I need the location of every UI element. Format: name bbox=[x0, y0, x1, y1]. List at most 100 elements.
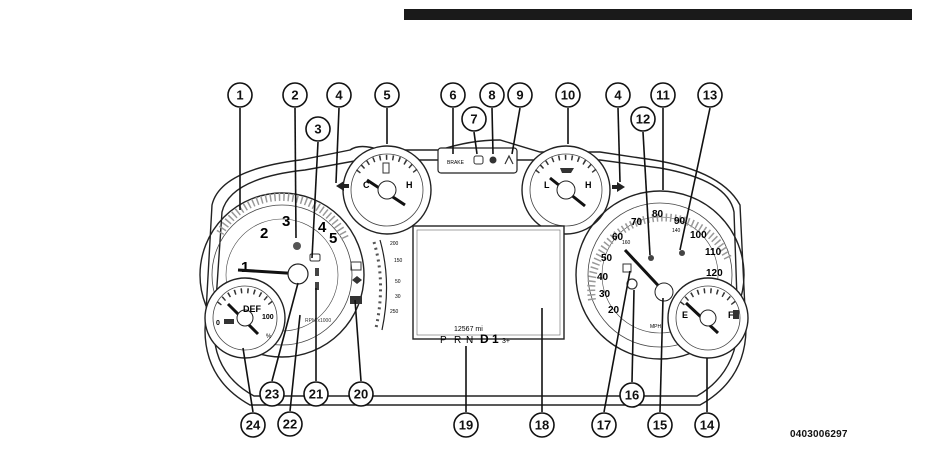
gear-d: D bbox=[480, 332, 489, 346]
def-gauge: DEF 0 100 % bbox=[205, 278, 285, 358]
def-label: DEF bbox=[243, 304, 262, 314]
electronic-throttle-icon bbox=[293, 242, 301, 250]
svg-text:11: 11 bbox=[656, 88, 670, 103]
coolant-temp-gauge: C H bbox=[343, 146, 431, 234]
gear-p: P bbox=[440, 335, 447, 346]
callout-19: 19 bbox=[454, 413, 478, 437]
trans-temp-scale: 200 150 50 30 250 bbox=[350, 240, 403, 330]
trans-scale-1: 200 bbox=[390, 241, 399, 247]
callout-1: 1 bbox=[228, 83, 252, 107]
callout-20: 20 bbox=[349, 382, 373, 406]
svg-text:7: 7 bbox=[470, 112, 477, 127]
door-ajar-icon bbox=[351, 262, 361, 270]
gear-1: 1 bbox=[492, 332, 499, 346]
svg-text:22: 22 bbox=[283, 417, 297, 432]
svg-text:17: 17 bbox=[597, 418, 611, 433]
trans-scale-2: 150 bbox=[394, 258, 403, 264]
callout-10: 10 bbox=[556, 83, 580, 107]
svg-text:14: 14 bbox=[700, 418, 715, 433]
speed-110: 110 bbox=[705, 247, 722, 258]
svg-text:18: 18 bbox=[535, 418, 549, 433]
gear-n: N bbox=[466, 335, 473, 346]
callout-23: 23 bbox=[260, 382, 284, 406]
temp-high-label: H bbox=[406, 180, 413, 190]
oil-low-label: L bbox=[544, 180, 550, 190]
svg-text:4: 4 bbox=[614, 88, 622, 103]
callout-8: 8 bbox=[480, 83, 504, 107]
svg-text:9: 9 bbox=[516, 88, 523, 103]
def-low-label: 0 bbox=[216, 320, 220, 327]
svg-text:2: 2 bbox=[291, 88, 298, 103]
def-unit-label: % bbox=[266, 334, 272, 340]
gear-r: R bbox=[454, 335, 461, 346]
oil-pressure-gauge: L H bbox=[522, 146, 610, 234]
svg-text:15: 15 bbox=[653, 418, 667, 433]
speed-70: 70 bbox=[631, 217, 643, 228]
svg-text:4: 4 bbox=[335, 88, 343, 103]
airbag-icon bbox=[490, 157, 497, 164]
callout-17: 17 bbox=[592, 413, 616, 437]
svg-text:20: 20 bbox=[354, 387, 368, 402]
callout-11: 11 bbox=[651, 83, 675, 107]
svg-text:13: 13 bbox=[703, 88, 717, 103]
four-wheel-drive-icon bbox=[679, 250, 685, 256]
trans-scale-3: 50 bbox=[395, 279, 401, 285]
svg-text:8: 8 bbox=[488, 88, 495, 103]
speed-20: 20 bbox=[608, 305, 620, 316]
gear-3plus: 3+ bbox=[502, 338, 510, 345]
kmh-140: 140 bbox=[672, 228, 681, 234]
tach-number-5: 5 bbox=[329, 230, 337, 247]
fuel-gauge: E F bbox=[668, 278, 748, 358]
callout-16: 16 bbox=[620, 383, 644, 407]
cruise-icon bbox=[648, 255, 654, 261]
callout-21: 21 bbox=[304, 382, 328, 406]
tach-number-1: 1 bbox=[241, 259, 249, 276]
svg-text:6: 6 bbox=[449, 88, 456, 103]
speed-30: 30 bbox=[599, 289, 611, 300]
svg-text:23: 23 bbox=[265, 387, 279, 402]
tach-number-2: 2 bbox=[260, 225, 268, 242]
tow-haul-icon bbox=[352, 276, 362, 284]
def-fluid-icon bbox=[224, 319, 234, 324]
svg-text:16: 16 bbox=[625, 388, 639, 403]
speed-unit-label: MPH bbox=[650, 324, 662, 330]
svg-text:21: 21 bbox=[309, 387, 323, 402]
turn-signal-right-icon bbox=[612, 182, 625, 192]
tach-unit-label: RPM x1000 bbox=[305, 318, 331, 324]
svg-text:19: 19 bbox=[459, 418, 473, 433]
high-beam-icon bbox=[623, 264, 631, 272]
odometer-readout: 12567 mi bbox=[454, 326, 483, 333]
def-high-label: 100 bbox=[262, 314, 274, 321]
temp-low-label: C bbox=[363, 180, 370, 190]
speed-40: 40 bbox=[597, 272, 609, 283]
callout-13: 13 bbox=[698, 83, 722, 107]
callouts-bottom: 24 23 22 21 20 19 18 17 16 15 14 bbox=[241, 382, 719, 437]
callout-18: 18 bbox=[530, 413, 554, 437]
callout-22: 22 bbox=[278, 412, 302, 436]
svg-text:1: 1 bbox=[236, 88, 243, 103]
brake-warning-label: BRAKE bbox=[447, 160, 465, 166]
callout-5: 5 bbox=[375, 83, 399, 107]
svg-text:10: 10 bbox=[561, 88, 575, 103]
tach-number-4: 4 bbox=[318, 219, 327, 236]
trans-scale-4: 30 bbox=[395, 294, 401, 300]
callout-7: 7 bbox=[462, 107, 486, 131]
callout-2: 2 bbox=[283, 83, 307, 107]
callout-4-left: 4 bbox=[327, 83, 351, 107]
svg-text:12: 12 bbox=[636, 112, 650, 127]
svg-text:24: 24 bbox=[246, 418, 261, 433]
figure-code: 0403006297 bbox=[790, 429, 848, 440]
trans-scale-5: 250 bbox=[390, 309, 399, 315]
fuel-empty-label: E bbox=[682, 310, 688, 320]
svg-text:3: 3 bbox=[314, 122, 321, 137]
callout-15: 15 bbox=[648, 413, 672, 437]
speed-90: 90 bbox=[674, 216, 686, 227]
callout-6: 6 bbox=[441, 83, 465, 107]
callout-14: 14 bbox=[695, 413, 719, 437]
callout-24: 24 bbox=[241, 413, 265, 437]
callouts-top: 1 2 3 4 5 6 7 8 9 10 4 11 13 12 bbox=[228, 83, 722, 141]
tach-number-3: 3 bbox=[282, 213, 290, 230]
speed-100: 100 bbox=[690, 230, 707, 241]
callout-12: 12 bbox=[631, 107, 655, 131]
